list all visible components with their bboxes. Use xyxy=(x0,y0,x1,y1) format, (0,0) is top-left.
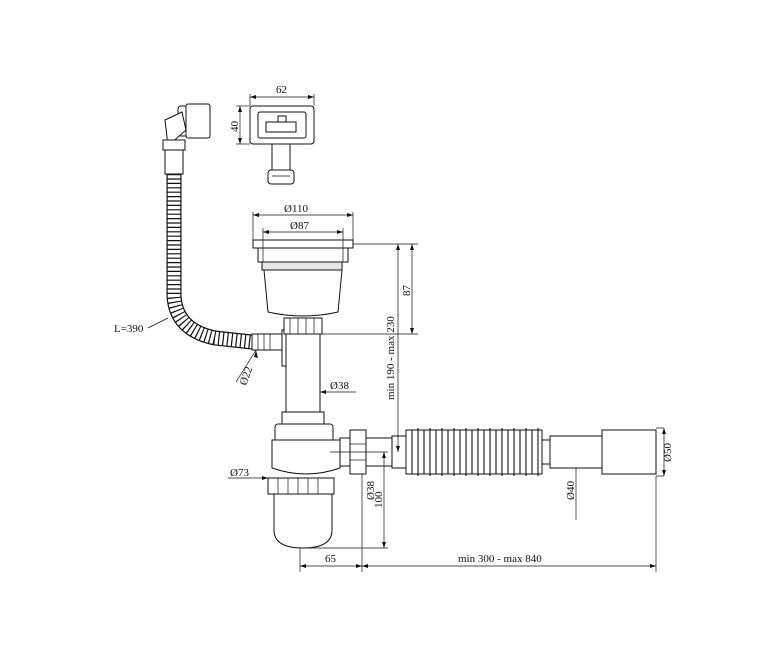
length-range-label: min 300 - max 840 xyxy=(458,553,542,565)
offset-label: 65 xyxy=(325,553,337,565)
sink-outlet xyxy=(252,239,354,335)
trap-pipe-diameter-label: Ø38 xyxy=(365,481,377,500)
trap-height-label: 100 xyxy=(373,491,385,508)
drain-diameter-label: Ø40 xyxy=(565,481,577,500)
hose-length-label: L=390 xyxy=(114,323,144,335)
overflow-elbow xyxy=(162,103,211,175)
overflow-width-label: 62 xyxy=(276,84,287,96)
drain-pipe xyxy=(549,427,664,477)
outlet-outer-diameter-label: Ø110 xyxy=(284,203,309,215)
drain-end-diameter-label: Ø50 xyxy=(662,443,674,462)
vertical-pipe xyxy=(281,333,325,425)
height-range-label: min 190 - max 230 xyxy=(385,316,397,400)
bottle-trap xyxy=(267,423,341,549)
pipe-diameter-label: Ø38 xyxy=(330,380,349,392)
drain-hose xyxy=(405,428,551,476)
overflow-height-label: 40 xyxy=(229,121,241,133)
outlet-height-label: 87 xyxy=(401,285,413,297)
overflow-hose xyxy=(166,174,253,350)
outlet-inner-diameter-label: Ø87 xyxy=(290,220,309,232)
dimension-arrows xyxy=(238,95,666,568)
overflow-pipe-diameter-label: Ø22 xyxy=(238,365,256,387)
overflow-connector xyxy=(251,329,289,367)
overflow-grate xyxy=(249,105,315,185)
trap-diameter-label: Ø73 xyxy=(230,467,249,479)
